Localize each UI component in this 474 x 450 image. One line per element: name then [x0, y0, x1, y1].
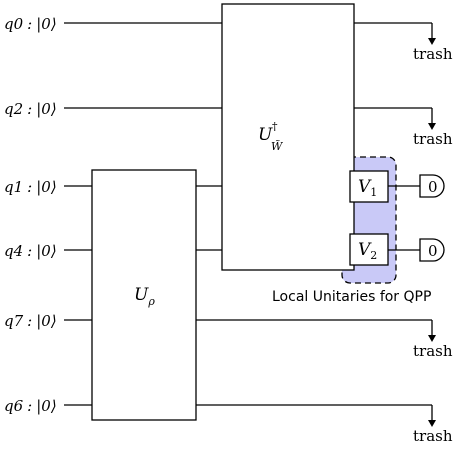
measurement-q1-value: 0 [428, 178, 438, 196]
svg-text:q1:|0⟩: q1:|0⟩ [4, 178, 57, 196]
measurement-q4 [419, 238, 445, 262]
qubit-label-q0: q0:|0⟩ [4, 15, 57, 33]
svg-text:q6:|0⟩: q6:|0⟩ [4, 397, 57, 415]
trash-label-q6: trash [413, 427, 453, 445]
gate-u-w-dagger-base: U [258, 125, 273, 145]
gate-v1 [349, 170, 389, 203]
qubit-label-q4: q4:|0⟩ [4, 242, 57, 260]
gate-u-w-dagger [221, 3, 355, 271]
gate-u-w-dagger-sup: † [272, 120, 278, 133]
qubit-label-q1: q1:|0⟩ [4, 178, 57, 196]
svg-text:q4:|0⟩: q4:|0⟩ [4, 242, 57, 260]
arrow-q0 [428, 38, 436, 45]
gate-u-rho-label: Uρ [134, 285, 155, 308]
highlight-caption: Local Unitaries for QPP [272, 289, 431, 305]
svg-text:q0:|0⟩: q0:|0⟩ [4, 15, 57, 33]
gate-v2-label: V2 [358, 240, 377, 262]
trash-label-q2: trash [413, 130, 453, 148]
measurement-q1 [419, 174, 445, 198]
svg-text:q7:|0⟩: q7:|0⟩ [4, 312, 57, 330]
arrow-q7 [428, 335, 436, 342]
measurement-q4-value: 0 [428, 242, 438, 260]
gate-v2 [349, 233, 389, 266]
qubit-label-q2: q2:|0⟩ [4, 100, 57, 118]
qubit-label-q6: q6:|0⟩ [4, 397, 57, 415]
arrow-q2 [428, 123, 436, 130]
gate-u-rho [91, 169, 197, 421]
gate-u-w-dagger-sub: W̃ [271, 140, 284, 153]
trash-label-q7: trash [413, 342, 453, 360]
arrow-q6 [428, 420, 436, 427]
svg-text:q2:|0⟩: q2:|0⟩ [4, 100, 57, 118]
trash-label-q0: trash [413, 45, 453, 63]
gate-v1-label: V1 [358, 177, 377, 199]
qubit-label-q7: q7:|0⟩ [4, 312, 57, 330]
